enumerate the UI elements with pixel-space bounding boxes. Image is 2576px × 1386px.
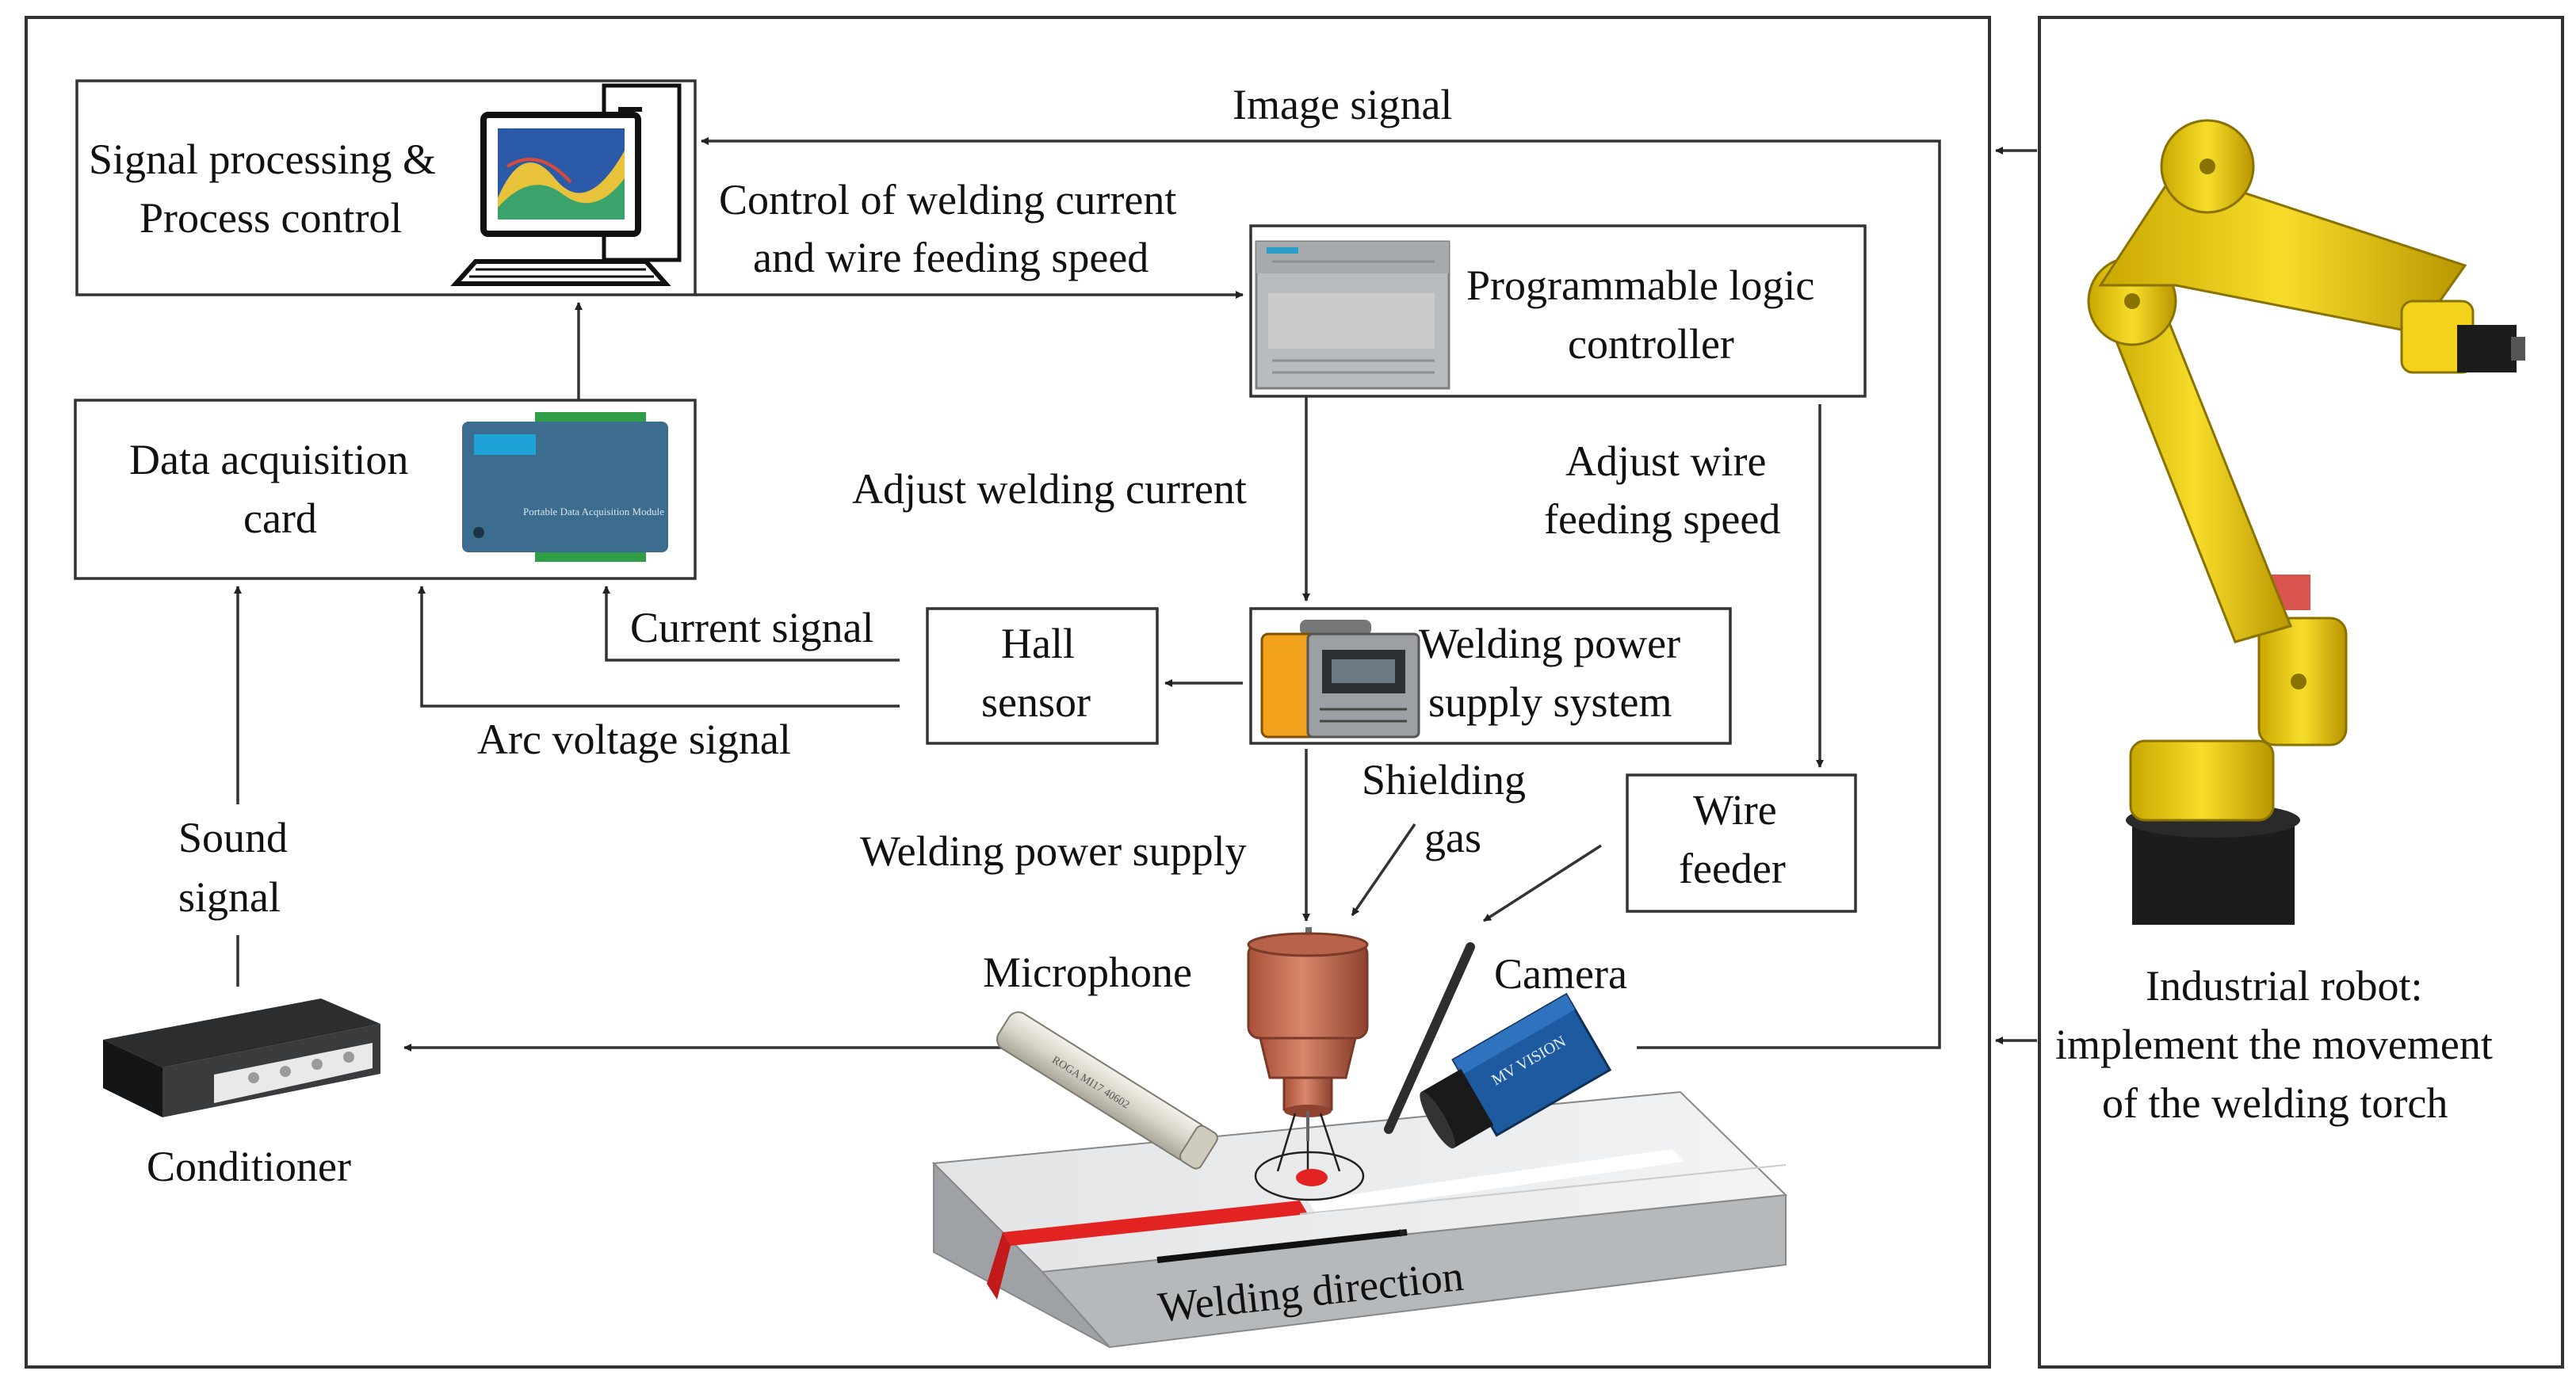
robot-label-line2: implement the movement (2055, 1021, 2493, 1068)
shielding-gas-label-line1: Shielding (1362, 756, 1526, 804)
arc-voltage-line (418, 586, 900, 708)
welding-direction-arrow (1156, 1229, 1408, 1263)
plc-device-icon (1255, 240, 1450, 390)
image-signal-label: Image signal (1233, 81, 1452, 128)
signal-processing-label-line1: Signal processing & (89, 136, 436, 183)
conditioner-label: Conditioner (147, 1143, 351, 1190)
plc-label-line2: controller (1568, 320, 1734, 368)
shielding-gas-label-line2: gas (1424, 814, 1481, 861)
arc-voltage-label: Arc voltage signal (477, 716, 791, 763)
wire-feed-line (1483, 844, 1602, 922)
sound-signal-label-line1: Sound (178, 814, 288, 861)
control-label-line2: and wire feeding speed (753, 234, 1148, 281)
conditioner-device (103, 998, 380, 1117)
data-acquisition-label-line1: Data acquisition (129, 436, 408, 483)
welding-power-label-line1: Welding power (1419, 620, 1680, 667)
daq-device-icon: Portable Data Acquisition Module (462, 412, 668, 562)
shielding-gas-line (1351, 823, 1416, 916)
current-signal-line (602, 586, 900, 662)
computer-icon (450, 83, 682, 286)
current-signal-label: Current signal (630, 604, 873, 651)
robot-label-line3: of the welding torch (2102, 1079, 2448, 1127)
hall-sensor-box (926, 607, 1159, 745)
sound-signal-label-line2: signal (178, 873, 281, 921)
main-frame (25, 16, 1991, 1369)
image-signal-line (701, 137, 1941, 1049)
welding-power-label-line2: supply system (1428, 678, 1672, 726)
wire-feeder-label-line1: Wire (1693, 786, 1777, 834)
robot-label-line1: Industrial robot: (2146, 962, 2422, 1010)
camera-device: MV VISION (1420, 992, 1612, 1149)
industrial-robot (2087, 119, 2525, 925)
control-label-line1: Control of welding current (719, 176, 1176, 223)
camera-label: Camera (1494, 950, 1627, 998)
microphone-label: Microphone (983, 949, 1192, 996)
hall-sensor-label-line2: sensor (981, 678, 1091, 726)
filler-wire (1384, 942, 1475, 1134)
data-acquisition-label-line2: card (243, 494, 317, 542)
wire-feeder-label-line2: feeder (1679, 845, 1786, 892)
welding-torch (1247, 927, 1369, 1201)
welding-power-supply-label: Welding power supply (860, 827, 1247, 875)
plc-label-line1: Programmable logic (1466, 262, 1814, 309)
adjust-wire-label-line2: feeding speed (1544, 495, 1780, 543)
adjust-current-label: Adjust welding current (852, 465, 1247, 513)
welding-machine-icon (1260, 620, 1420, 739)
hall-sensor-label-line1: Hall (1001, 620, 1075, 667)
welding-plate (931, 1090, 1788, 1349)
robot-frame (2038, 16, 2564, 1369)
signal-processing-label-line2: Process control (140, 194, 402, 242)
daq-device-text: Portable Data Acquisition Module (523, 506, 664, 517)
adjust-wire-label-line1: Adjust wire (1565, 437, 1766, 485)
wire-feeder-box (1626, 773, 1857, 913)
